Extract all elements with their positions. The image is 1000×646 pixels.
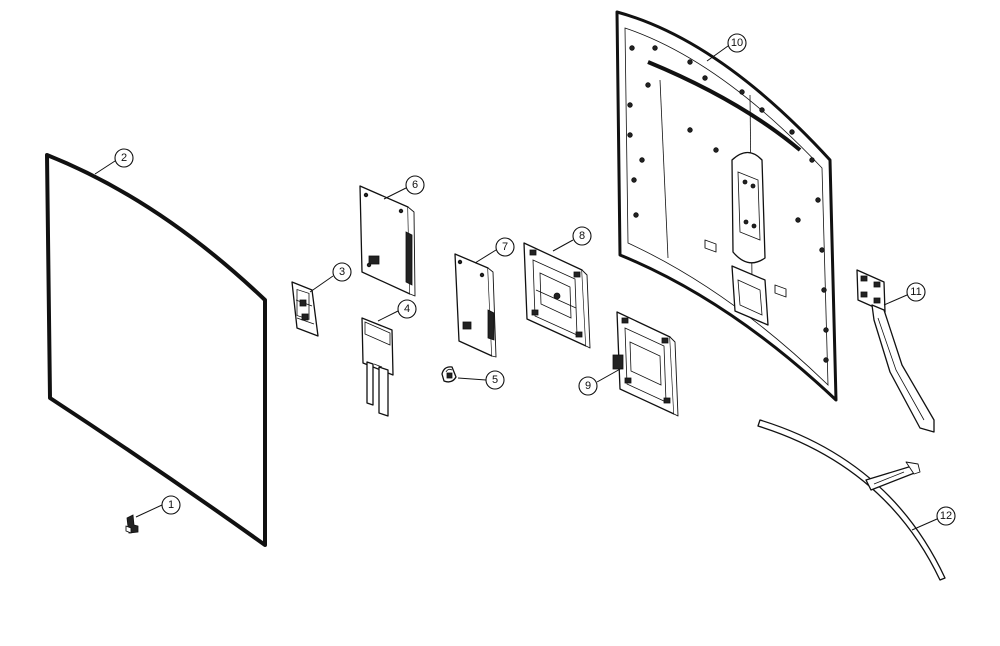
part-12-stand-base: [757, 419, 946, 581]
callout-4: 4: [397, 299, 417, 319]
callout-10: 10: [727, 33, 747, 53]
part-5-clip: [441, 366, 457, 383]
part-1-clip: [125, 514, 139, 534]
part-4-board-with-ribbons: [361, 317, 394, 417]
callout-9: 9: [578, 376, 598, 396]
part-9-bracket-plate: [612, 311, 679, 417]
callout-2-label: 2: [121, 152, 127, 164]
callout-5: 5: [485, 370, 505, 390]
callout-7-label: 7: [502, 241, 508, 253]
callout-2: 2: [114, 148, 134, 168]
callout-8: 8: [572, 226, 592, 246]
leader-lines: [94, 45, 938, 531]
part-11-stand-neck: [856, 269, 935, 433]
callout-5-label: 5: [492, 374, 498, 386]
callout-4-label: 4: [404, 303, 410, 315]
callout-6-label: 6: [412, 179, 418, 191]
callout-12: 12: [936, 506, 956, 526]
callout-6: 6: [405, 175, 425, 195]
part-10-rear-cover: [615, 10, 838, 402]
callout-8-label: 8: [579, 230, 585, 242]
callout-7: 7: [495, 237, 515, 257]
callout-9-label: 9: [585, 380, 591, 392]
callout-11-label: 11: [910, 286, 921, 298]
part-3-bracket: [291, 281, 319, 337]
callout-12-label: 12: [940, 510, 952, 522]
part-8-bracket-plate: [523, 242, 591, 349]
callout-3-label: 3: [339, 266, 345, 278]
part-2-curved-panel: [45, 153, 267, 547]
part-7-board: [454, 253, 497, 358]
callout-11: 11: [906, 282, 926, 302]
callout-1-label: 1: [168, 499, 174, 511]
callout-10-label: 10: [731, 37, 743, 49]
callout-1: 1: [161, 495, 181, 515]
part-6-board: [359, 185, 416, 297]
callout-3: 3: [332, 262, 352, 282]
